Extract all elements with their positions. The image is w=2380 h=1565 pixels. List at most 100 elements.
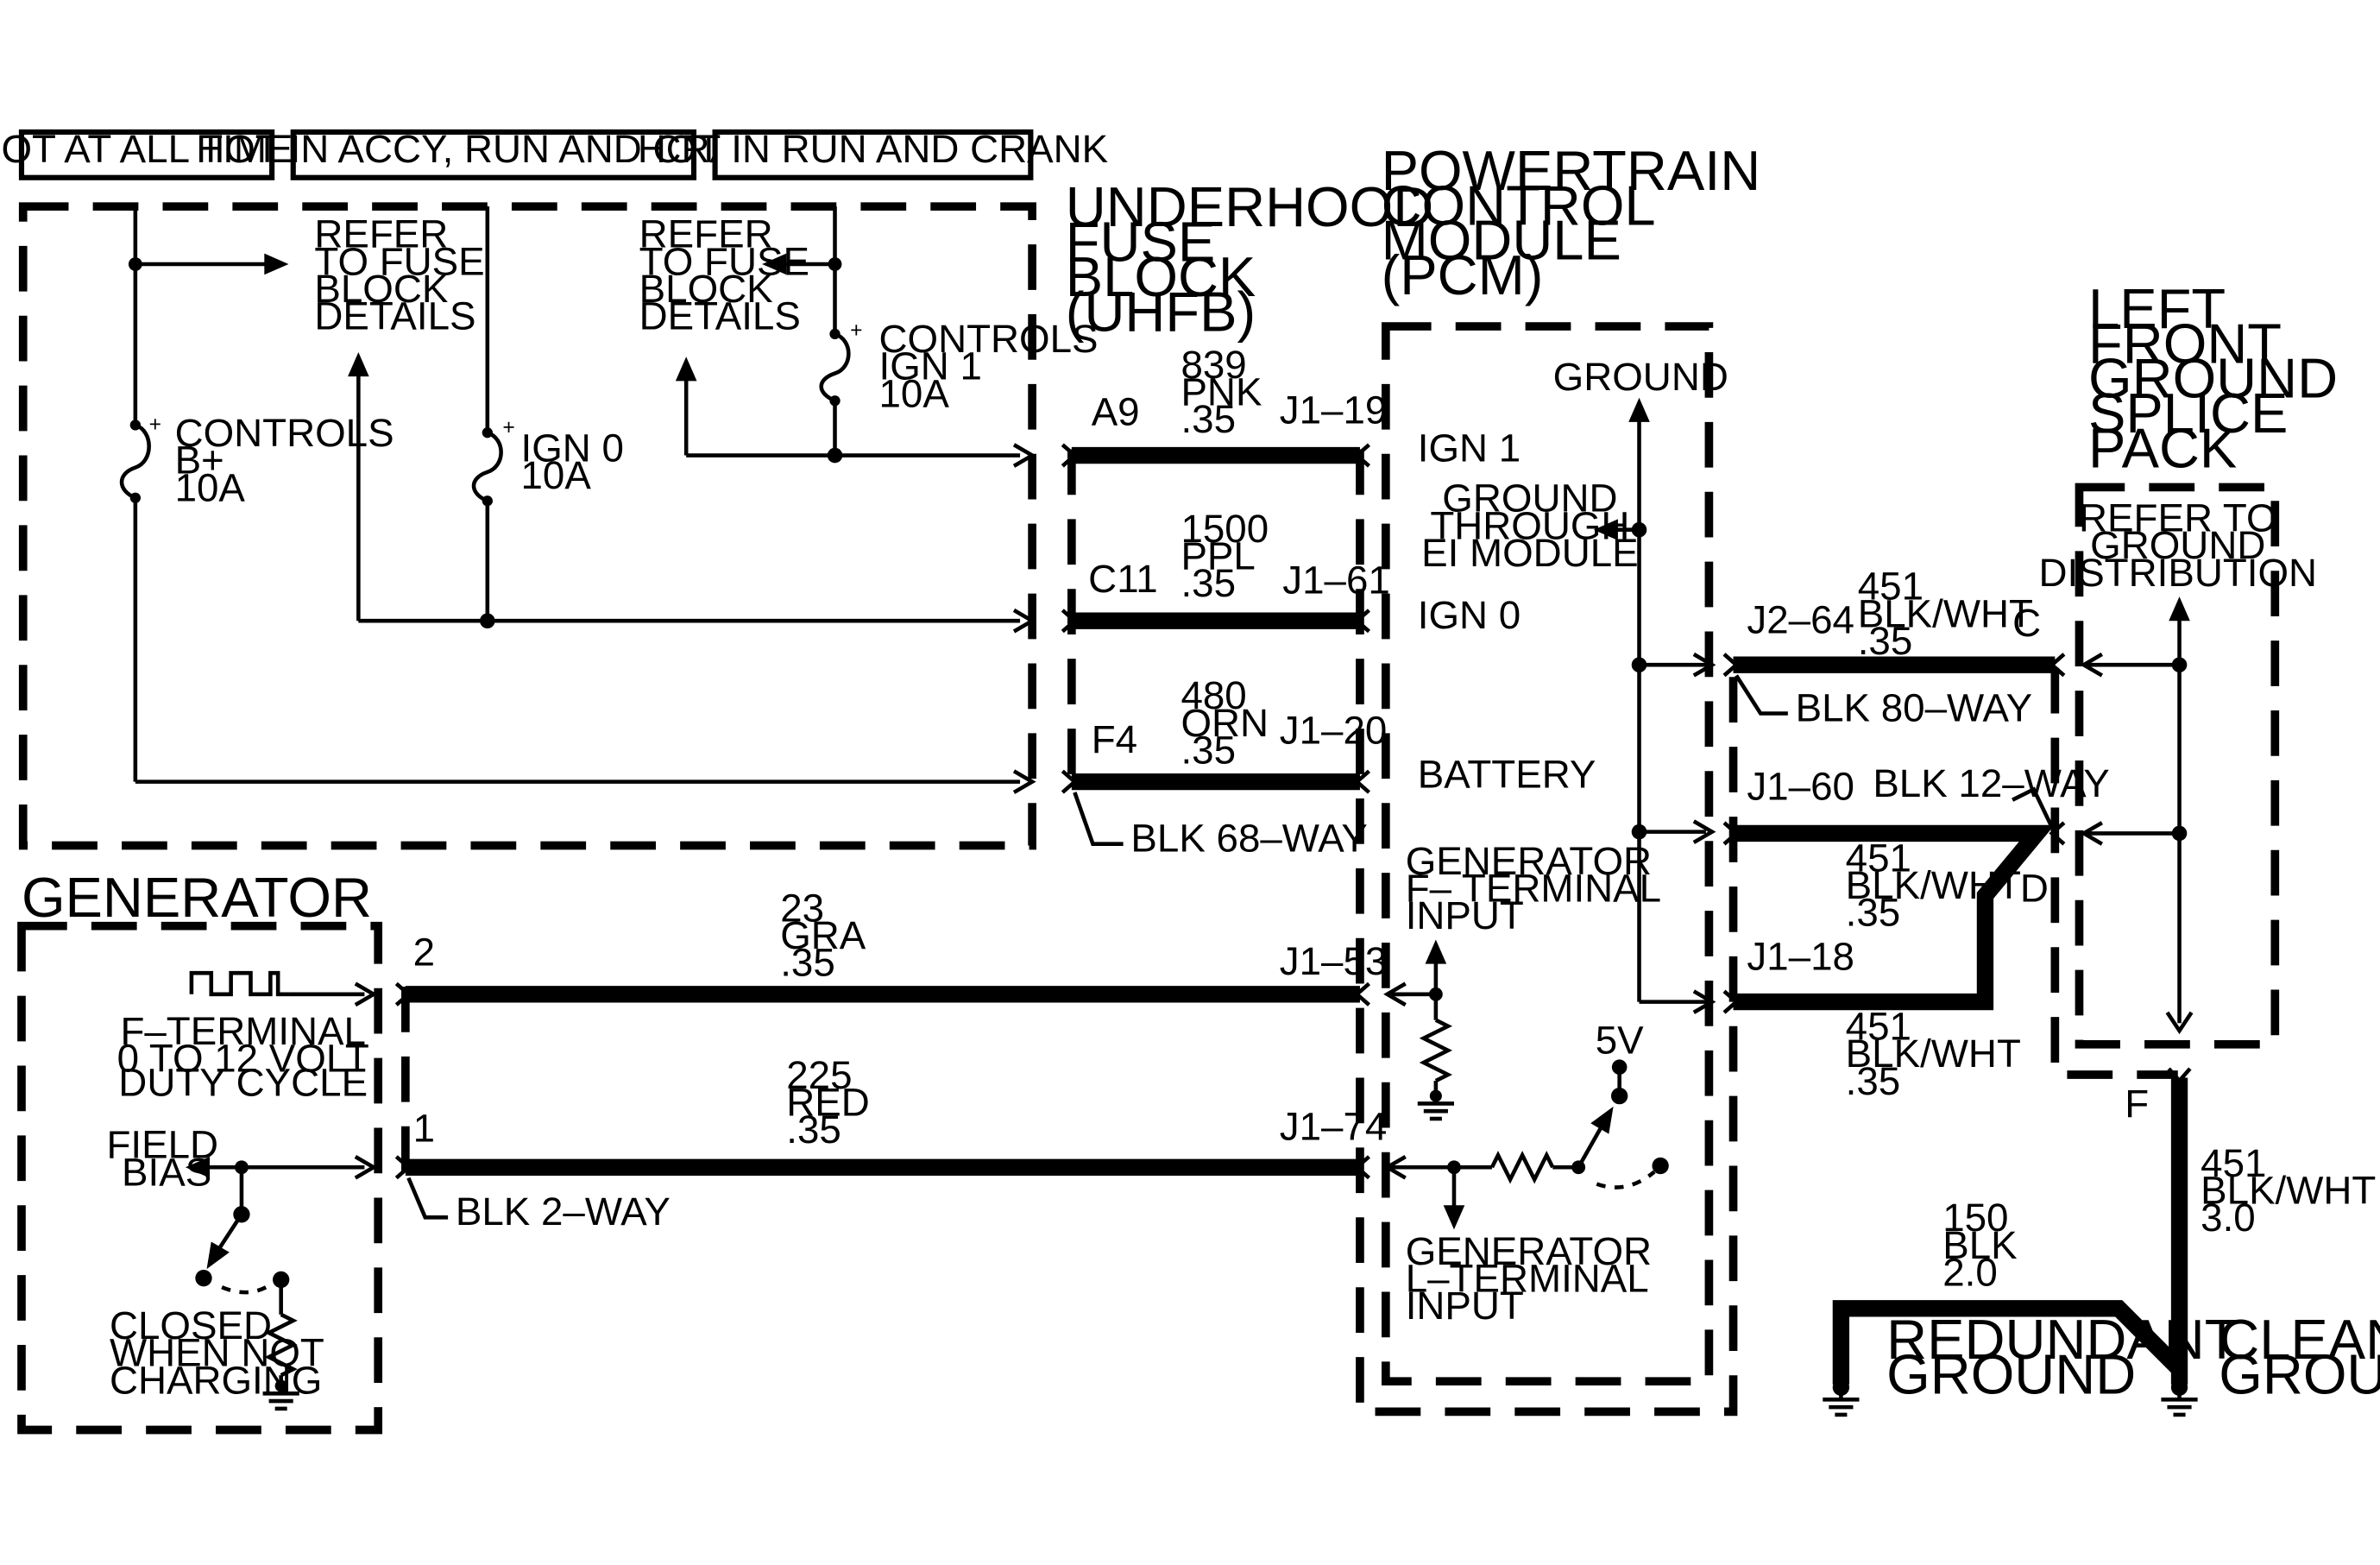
- wire-gauge: .35: [786, 1107, 841, 1152]
- splice-pack-boundary: [2075, 483, 2280, 1049]
- pcm-connector-boundary: [1356, 449, 1738, 1417]
- note-line: BLOCK: [639, 267, 773, 311]
- title-line: GROUND: [2219, 1342, 2380, 1405]
- pin-from: C11: [1088, 557, 1157, 601]
- ign0-circuit: [348, 206, 1036, 634]
- wire-color: ORN: [1181, 701, 1269, 745]
- connector-label: BLK 68–WAY: [1130, 817, 1367, 861]
- wire-gauge: .35: [1181, 729, 1236, 773]
- title-line: SPLICE: [2088, 382, 2288, 445]
- note-line: IGN 0: [521, 426, 624, 470]
- header-label: HOT IN RUN AND CRANK: [638, 127, 1108, 171]
- note-line: THROUGH: [1430, 503, 1629, 547]
- note-line: DETAILS: [314, 294, 475, 338]
- note-line: BLOCK: [314, 267, 448, 311]
- pin-from: J1–60: [1747, 765, 1854, 809]
- resistor-symbol: [1419, 1018, 1453, 1083]
- generator-field-bias: FIELD BIAS CLOSED WHEN NOT CHARGING: [106, 1123, 378, 1411]
- pcm-title: POWERTRAIN CONTROL MODULE (PCM): [1382, 139, 1761, 306]
- wire-color: PPL: [1181, 533, 1255, 577]
- title-line: PACK: [2088, 417, 2237, 480]
- note-line: 10A: [879, 371, 950, 415]
- title-line: REDUNDANT: [1886, 1308, 2238, 1371]
- circuit-number: 451: [1846, 836, 1911, 880]
- resistor-symbol: [1489, 1151, 1555, 1184]
- note-line: DUTY CYCLE: [118, 1061, 368, 1105]
- note-line: EI MODULE: [1421, 531, 1639, 575]
- splice-connector-boundary: [2050, 667, 2178, 1079]
- note-line: F– TERMINAL: [1406, 867, 1661, 911]
- generator-connector-label: BLK 2–WAY: [406, 1177, 671, 1234]
- connector-label: BLK 2–WAY: [456, 1190, 671, 1234]
- note-line: INPUT: [1406, 1284, 1524, 1328]
- pcm-ground-bus: [1593, 397, 1716, 1014]
- pin-from: 1: [413, 1106, 435, 1150]
- note-line: GENERATOR: [1406, 1229, 1652, 1273]
- note-line: REFER: [314, 212, 448, 256]
- pin-to: J1–74: [1280, 1105, 1388, 1149]
- title-line: UNDERHOOD: [1066, 175, 1433, 238]
- note-line: GROUND: [2090, 523, 2265, 567]
- header-hot-accy-run-crank: HOT IN ACCY, RUN AND CRANK: [196, 127, 791, 180]
- note-line: REFER TO: [2079, 495, 2277, 540]
- wire-gauge: .35: [1846, 891, 1901, 935]
- title-line: FUSE: [1066, 210, 1215, 273]
- header-hot-at-all-times: HOT AT ALL TIMES: [0, 127, 319, 180]
- pin-to: J1–20: [1280, 709, 1388, 753]
- note-line: DISTRIBUTION: [2038, 551, 2317, 595]
- pin-label-battery: BATTERY: [1418, 753, 1596, 797]
- title-line: GROUND: [1886, 1342, 2136, 1405]
- fuse-symbol: [819, 331, 851, 403]
- wire-color: RED: [786, 1080, 870, 1124]
- header-label: HOT AT ALL TIMES: [0, 127, 319, 171]
- wire-color: BLK/WHT: [1858, 591, 2033, 635]
- wire-gauge: .35: [1846, 1059, 1901, 1103]
- pin-from: F4: [1092, 717, 1137, 761]
- title-line: (PCM): [1382, 243, 1544, 306]
- connector-label: BLK 80–WAY: [1796, 685, 2032, 729]
- fuse-label-ign0: + IGN 0 10A: [502, 416, 624, 497]
- title-line: FRONT: [2088, 312, 2282, 375]
- pin-label-ign1: IGN 1: [1418, 426, 1521, 470]
- wire-color: BLK: [1942, 1223, 2017, 1267]
- clean-ground: CLEAN GROUND: [2161, 1308, 2380, 1417]
- ign1-circuit: [675, 206, 1036, 468]
- pwm-waveform-icon: [189, 970, 289, 997]
- pin-from: J2–64: [1747, 597, 1854, 641]
- note-line: WHEN NOT: [110, 1331, 324, 1375]
- wire-gauge: 2.0: [1942, 1250, 1998, 1294]
- pin-from: F: [2125, 1082, 2149, 1126]
- circuit-number: 480: [1181, 673, 1246, 717]
- wire-gauge: .35: [780, 941, 835, 985]
- pcm-l-terminal-circuit: [1383, 1059, 1669, 1230]
- note-line: TO FUSE: [314, 239, 484, 283]
- note-line: 10A: [175, 465, 246, 509]
- wire-gauge: .35: [1181, 397, 1236, 441]
- pcm-labels: GROUND GROUND THROUGH EI MODULE IGN 1 IG…: [1406, 355, 1728, 1328]
- note-line: 0 TO 12 VOLT: [117, 1036, 369, 1080]
- pin-to: C: [2012, 601, 2041, 645]
- fuse-label-ign1: + CONTROLS IGN 1 10A: [850, 317, 1098, 415]
- wire-225: 225 RED .35 1 J1–74: [394, 1053, 1388, 1180]
- header-label: HOT IN ACCY, RUN AND CRANK: [196, 127, 790, 171]
- splice-pack-internals: REFER TO GROUND DISTRIBUTION: [2038, 495, 2317, 1035]
- b-plus-circuit: [119, 206, 1036, 794]
- note-line: CLOSED: [110, 1303, 272, 1347]
- wire-451-c: 451 BLK/WHT .35 J2–64 C BLK 80–WAY: [1722, 565, 2066, 729]
- generator-boundary: [17, 921, 383, 1435]
- circuit-number: 451: [1846, 1005, 1911, 1049]
- title-line: MODULE: [1382, 209, 1621, 272]
- polarity-mark: +: [502, 416, 514, 439]
- fuse-panel-boundary: [18, 202, 1036, 850]
- circuit-number: 1500: [1181, 507, 1269, 551]
- pcm-boundary: [1382, 322, 1714, 1386]
- wire-1500: 1500 PPL .35 C11 J1–61: [1061, 507, 1390, 634]
- pin-to: J1–61: [1282, 558, 1390, 603]
- redundant-ground: REDUNDANT GROUND: [1823, 1308, 2239, 1417]
- wire-451-d: J1–60 451 BLK/WHT .35 D J1–18 451 BLK/WH…: [1722, 761, 2110, 1103]
- refer-fuse-block-1: REFER TO FUSE BLOCK DETAILS: [314, 212, 484, 338]
- pin-from: A9: [1092, 389, 1140, 433]
- resistor-symbol: [264, 1312, 298, 1378]
- note-line: CONTROLS: [879, 317, 1099, 361]
